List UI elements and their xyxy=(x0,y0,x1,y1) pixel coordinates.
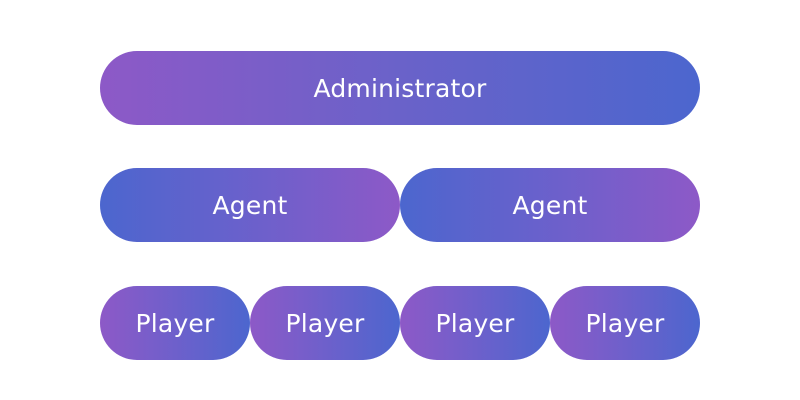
agent-label-2: Agent xyxy=(512,190,588,220)
agent-pill-1: Agent xyxy=(100,168,400,242)
player-pill-2: Player xyxy=(250,286,400,360)
player-pill-1: Player xyxy=(100,286,250,360)
player-label-1: Player xyxy=(135,308,215,338)
agent-label-1: Agent xyxy=(212,190,288,220)
player-pill-3: Player xyxy=(400,286,550,360)
administrator-label: Administrator xyxy=(313,73,487,103)
player-pill-4: Player xyxy=(550,286,700,360)
player-label-3: Player xyxy=(435,308,515,338)
administrator-pill: Administrator xyxy=(100,51,700,125)
player-label-2: Player xyxy=(285,308,365,338)
player-label-4: Player xyxy=(585,308,665,338)
agent-pill-2: Agent xyxy=(400,168,700,242)
